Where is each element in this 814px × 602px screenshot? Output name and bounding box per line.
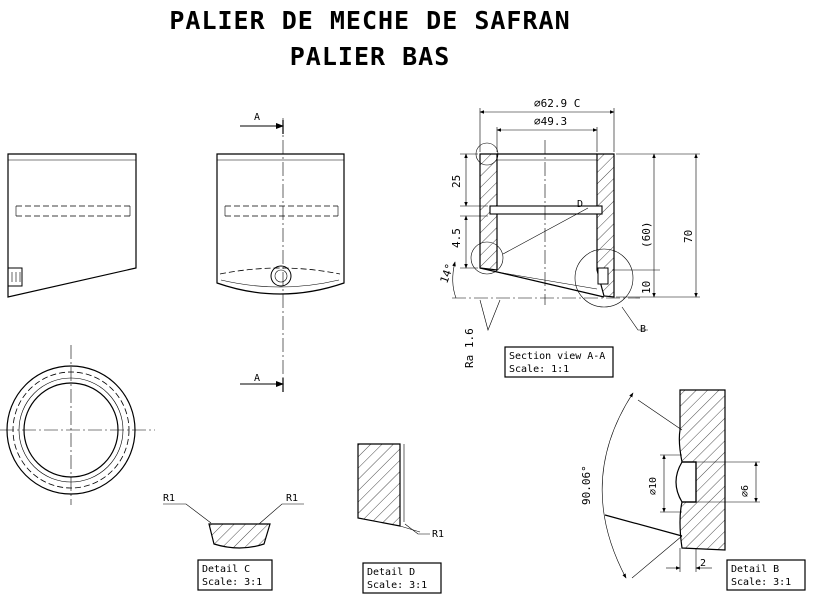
detail-c: R1 R1 Detail C Scale: 3:1 (163, 493, 304, 591)
side-view-left (7, 153, 137, 298)
detail-c-r-left: R1 (163, 493, 175, 504)
section-mark-a-top: A (254, 112, 260, 123)
detail-d-scale: Scale: 3:1 (367, 580, 427, 591)
roughness-ra: Ra 1.6 (463, 328, 476, 368)
drawing-subtitle: PALIER BAS (289, 42, 451, 71)
detail-b-dim-2: 2 (700, 558, 706, 569)
section-label-b: B (640, 324, 646, 335)
section-view-aa: D B ⌀62.9 C ⌀49.3 25 4.5 (60) 70 10 14° … (438, 97, 700, 378)
section-scale: Scale: 1:1 (509, 364, 569, 375)
dim-25: 25 (450, 175, 463, 188)
detail-b-scale: Scale: 3:1 (731, 577, 791, 588)
dim-4-5: 4.5 (450, 228, 463, 248)
detail-b-dia-10: ⌀10 (648, 477, 659, 495)
section-label-d: D (577, 199, 583, 210)
detail-d-caption: Detail D (367, 567, 415, 578)
detail-b-dia-6: ⌀6 (740, 485, 751, 497)
section-caption: Section view A-A (509, 351, 605, 362)
section-line-a-bottom: A (240, 373, 284, 392)
detail-b-angle: 90.06° (580, 465, 593, 505)
angle-14: 14° (438, 262, 457, 285)
dim-70: 70 (682, 230, 695, 243)
detail-c-caption: Detail C (202, 564, 250, 575)
detail-b-caption: Detail B (731, 564, 779, 575)
detail-d: R1 Detail D Scale: 3:1 (357, 443, 444, 594)
detail-d-r: R1 (432, 529, 444, 540)
dim-inner-diameter: ⌀49.3 (534, 115, 567, 128)
front-view (216, 118, 345, 390)
top-view (0, 345, 155, 505)
detail-c-r-right: R1 (286, 493, 298, 504)
dim-10: 10 (640, 281, 653, 294)
section-mark-a-bottom: A (254, 373, 260, 384)
dim-60: (60) (640, 222, 653, 249)
dim-outer-diameter: ⌀62.9 C (534, 97, 580, 110)
drawing-title: PALIER DE MECHE DE SAFRAN (169, 6, 571, 35)
section-line-a-top: A (240, 112, 284, 134)
detail-c-scale: Scale: 3:1 (202, 577, 262, 588)
detail-b: 90.06° ⌀10 ⌀6 2 Detail B Scale: 3:1 (580, 389, 806, 591)
